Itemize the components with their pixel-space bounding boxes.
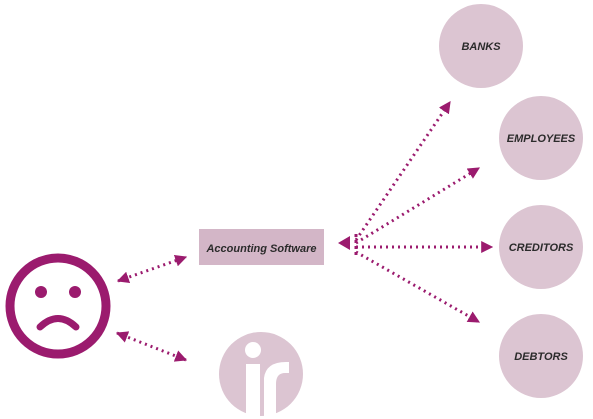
sad-face-icon [5,253,111,359]
accounting-software-node: Accounting Software [199,229,324,265]
debtors-circle [499,314,583,398]
connector-software-banks [354,101,452,241]
software-arrowhead [338,236,350,250]
connector-software-debtors [355,250,481,324]
debtors-label: DEBTORS [514,351,568,363]
connector-user-ir [115,331,188,362]
ir-logo-icon [219,332,303,419]
banks-node: BANKS [439,4,523,88]
connectors [115,101,494,362]
creditors-node: CREDITORS [499,205,583,289]
employees-circle [499,96,583,180]
connector-user-software [116,254,188,284]
accounting-software-box [199,229,324,265]
accounting-software-label: Accounting Software [205,243,316,255]
banks-label: BANKS [461,41,501,53]
banks-circle [439,4,523,88]
debtors-node: DEBTORS [499,314,583,398]
employees-node: EMPLOYEES [499,96,583,180]
employees-label: EMPLOYEES [507,133,576,145]
connector-software-employees [355,166,481,245]
creditors-circle [499,205,583,289]
creditors-label: CREDITORS [509,242,574,254]
